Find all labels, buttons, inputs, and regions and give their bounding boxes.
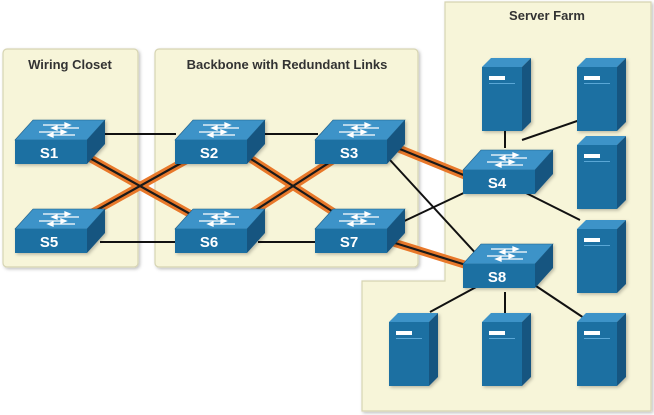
redundant-links: [84, 143, 470, 269]
switch-icon: [174, 119, 266, 165]
server-bottom-right[interactable]: [577, 313, 626, 386]
server-icon: [577, 58, 626, 131]
switch-s7[interactable]: S7: [314, 208, 406, 254]
switch-icon: [314, 119, 406, 165]
server-top-right[interactable]: [577, 58, 626, 131]
server-icon: [482, 58, 531, 131]
zone-title-backbone: Backbone with Redundant Links: [187, 57, 388, 72]
switch-s6[interactable]: S6: [174, 208, 266, 254]
server-bottom-middle[interactable]: [482, 313, 531, 386]
switch-icon: [462, 243, 554, 289]
switch-s8[interactable]: S8: [462, 243, 554, 289]
switch-label-s3: S3: [340, 145, 358, 162]
switch-label-s8: S8: [488, 269, 506, 286]
switch-label-s7: S7: [340, 234, 358, 251]
switch-s4[interactable]: S4: [462, 149, 554, 195]
zone-title-wiring-closet: Wiring Closet: [28, 57, 112, 72]
server-icon: [389, 313, 438, 386]
switch-icon: [314, 208, 406, 254]
server-top-left[interactable]: [482, 58, 531, 131]
server-icon: [577, 313, 626, 386]
switch-s3[interactable]: S3: [314, 119, 406, 165]
switch-icon: [14, 119, 106, 165]
switch-s5[interactable]: S5: [14, 208, 106, 254]
server-right-middle[interactable]: [577, 136, 626, 209]
switch-label-s5: S5: [40, 234, 58, 251]
switch-icon: [462, 149, 554, 195]
links: [100, 119, 585, 319]
server-icon: [577, 220, 626, 293]
switch-icon: [174, 208, 266, 254]
switch-s1[interactable]: S1: [14, 119, 106, 165]
switch-s2[interactable]: S2: [174, 119, 266, 165]
switch-label-s6: S6: [200, 234, 218, 251]
switch-label-s4: S4: [488, 175, 507, 192]
zone-title-server-farm: Server Farm: [509, 8, 585, 23]
server-bottom-left[interactable]: [389, 313, 438, 386]
switch-icon: [14, 208, 106, 254]
switch-label-s1: S1: [40, 145, 58, 162]
switch-label-s2: S2: [200, 145, 218, 162]
server-right-lower[interactable]: [577, 220, 626, 293]
server-icon: [577, 136, 626, 209]
server-icon: [482, 313, 531, 386]
